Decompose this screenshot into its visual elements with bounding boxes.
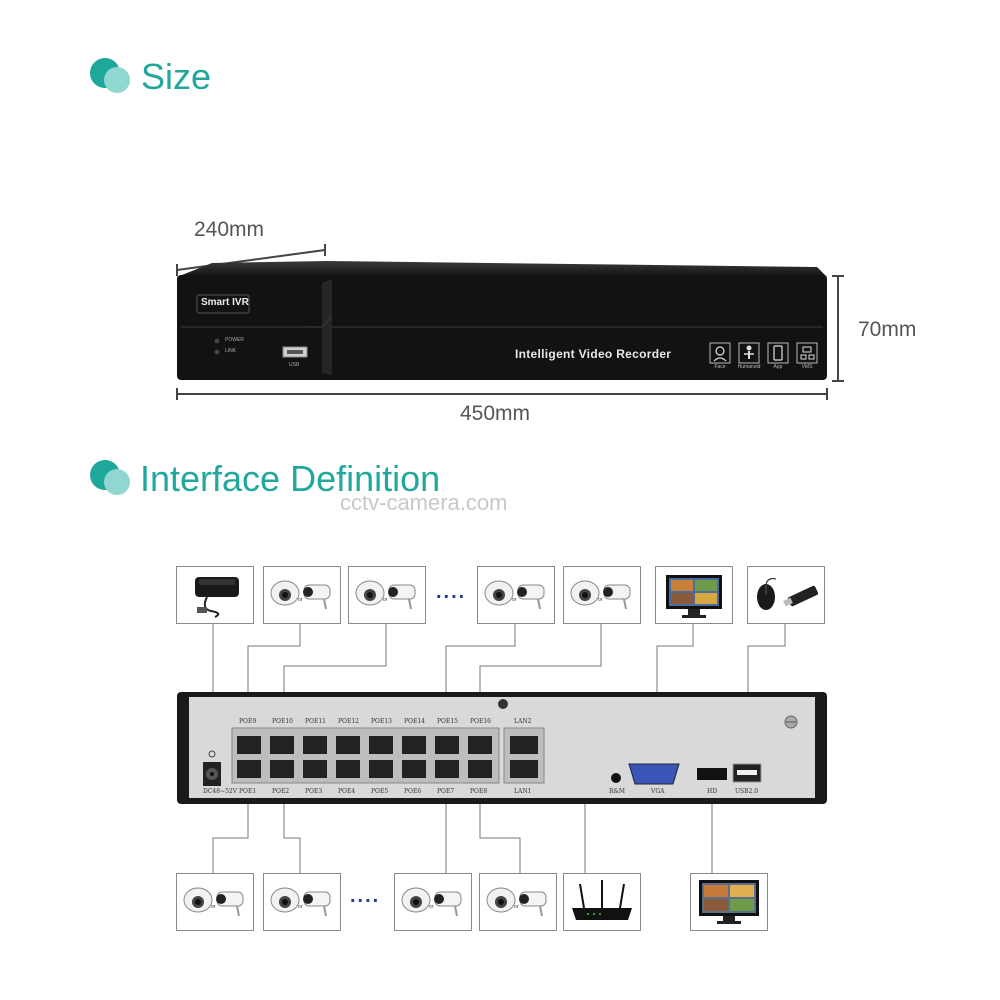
rear-port-bottom-label: POE3: [305, 788, 323, 795]
camera-pair-icon: [183, 887, 244, 917]
camera-or-label: or: [512, 597, 517, 603]
feature-label-vms: VMS: [801, 364, 813, 370]
rear-reset-label: R&M: [609, 788, 626, 795]
brand-label: Smart IVR: [201, 297, 249, 308]
rear-port-bottom-label: LAN1: [514, 788, 532, 795]
rear-port-top-label: POE11: [305, 718, 326, 725]
rear-port-bottom-label: POE5: [371, 788, 389, 795]
rear-port-top-label: LAN2: [514, 718, 532, 725]
mouse-usb-icon: [757, 578, 819, 610]
camera-box: or: [479, 873, 557, 931]
camera-box: or: [263, 566, 341, 624]
height-dimension-label: 70mm: [858, 318, 917, 341]
camera-or-label: or: [598, 597, 603, 603]
vga-monitor-box: [655, 566, 733, 624]
camera-pair-icon: [270, 887, 331, 917]
monitor-icon: [666, 575, 722, 618]
width-dimension-label: 450mm: [460, 402, 531, 425]
rear-port-top-label: POE16: [470, 718, 491, 725]
section-bullet-icon: [90, 460, 134, 496]
section-bullet-icon: [90, 58, 134, 94]
router-icon: [572, 880, 632, 920]
camera-box: or: [176, 873, 254, 931]
depth-dimension-label: 240mm: [194, 218, 265, 241]
rear-port-bottom-label: POE2: [272, 788, 290, 795]
watermark-text: cctv-camera.com: [340, 490, 508, 515]
camera-pair-icon: [355, 580, 416, 610]
dimension-lines: [176, 244, 844, 400]
hd-monitor-box: [690, 873, 768, 931]
camera-pair-icon: [401, 887, 462, 917]
size-section-title: Size: [141, 56, 212, 97]
camera-box: or: [394, 873, 472, 931]
nvr-rear-panel: DC48~52V POE9 POE10 POE11 POE12 POE13 PO…: [177, 692, 827, 804]
rear-port-top-label: POE15: [437, 718, 458, 725]
rear-port-bottom-label: POE1: [239, 788, 257, 795]
rear-port-bottom-label: POE6: [404, 788, 422, 795]
nvr-front-panel: Smart IVR POWER LINK USB Intelligent Vid…: [177, 255, 827, 380]
rear-hd-label: HD: [707, 788, 718, 795]
power-adapter-box: [176, 566, 254, 624]
feature-label-humanoid: Humanoid: [737, 364, 761, 370]
rear-port-top-label: POE13: [371, 718, 392, 725]
camera-or-label: or: [211, 904, 216, 910]
camera-pair-icon: [484, 580, 545, 610]
camera-or-label: or: [514, 904, 519, 910]
monitor-icon: [699, 880, 759, 924]
product-name: Intelligent Video Recorder: [515, 347, 672, 361]
rear-usb-label: USB2.0: [735, 788, 759, 795]
mouse-usb-box: [747, 566, 825, 624]
camera-pair-icon: [570, 580, 631, 610]
camera-box: or: [263, 873, 341, 931]
feature-label-face: Face: [714, 364, 726, 370]
rear-port-bottom-label: POE7: [437, 788, 455, 795]
rear-port-top-label: POE10: [272, 718, 293, 725]
feature-label-app: App: [773, 364, 783, 370]
ellipsis-bottom: ....: [350, 885, 381, 907]
front-usb-label: USB: [289, 362, 300, 368]
rear-port-top-label: POE12: [338, 718, 359, 725]
camera-box: or: [348, 566, 426, 624]
camera-box: or: [477, 566, 555, 624]
interface-section-title: Interface Definition: [140, 458, 441, 499]
power-indicator-label: POWER: [225, 337, 244, 343]
camera-or-label: or: [383, 597, 388, 603]
link-indicator-label: LINK: [225, 348, 237, 354]
rear-port-top-label: POE14: [404, 718, 425, 725]
rear-vga-label: VGA: [651, 788, 665, 795]
power-adapter-icon: [195, 577, 239, 618]
camera-pair-icon: [486, 887, 547, 917]
camera-or-label: or: [298, 597, 303, 603]
camera-box: or: [563, 566, 641, 624]
rear-port-top-label: POE9: [239, 718, 257, 725]
rear-port-bottom-label: POE8: [470, 788, 488, 795]
router-box: [563, 873, 641, 931]
camera-or-label: or: [429, 904, 434, 910]
rear-power-label: DC48~52V: [203, 788, 238, 795]
rear-port-bottom-label: POE4: [338, 788, 356, 795]
camera-or-label: or: [298, 904, 303, 910]
camera-pair-icon: [270, 580, 331, 610]
ellipsis-top: ....: [436, 581, 467, 603]
